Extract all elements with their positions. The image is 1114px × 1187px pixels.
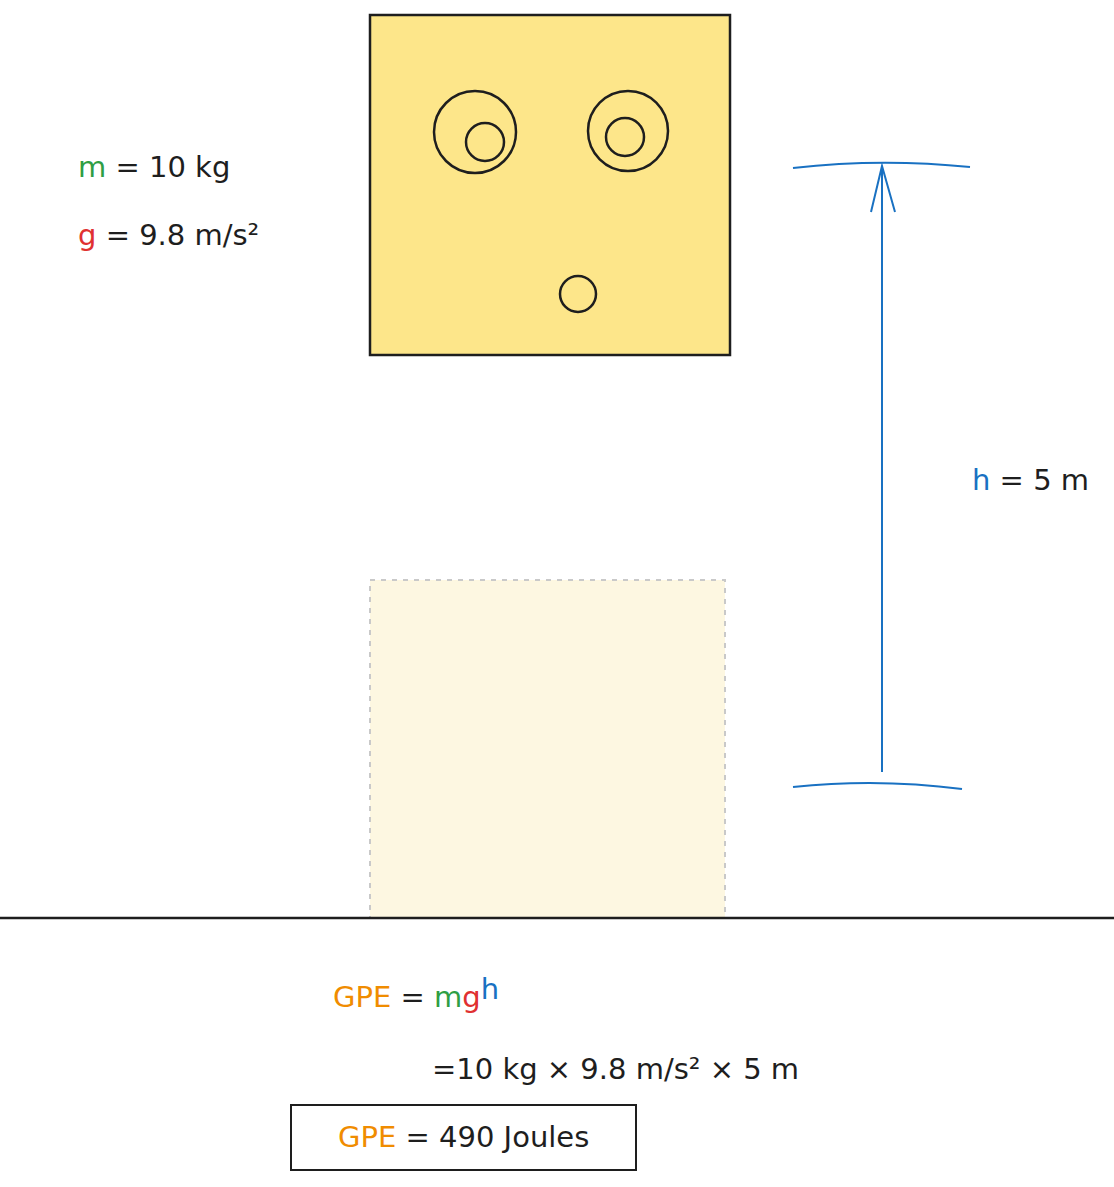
pupil <box>606 118 644 156</box>
ground-line <box>0 917 1114 920</box>
substitution: =10 kg × 9.8 m/s² × 5 m <box>432 1052 799 1087</box>
mass-value: m = 10 kg <box>78 150 230 185</box>
pupil <box>466 123 504 161</box>
dimension-line <box>881 166 883 772</box>
height-dimension: h = 5 m <box>972 463 1089 498</box>
formula: GPE = mgh <box>333 980 499 1015</box>
mouth <box>560 276 596 312</box>
ghost-box <box>370 580 725 918</box>
result-box: GPE = 490 Joules <box>290 1104 637 1171</box>
raised-box <box>370 15 730 355</box>
arrow-head <box>871 166 895 212</box>
eye <box>434 91 516 173</box>
result-text: GPE = 490 Joules <box>338 1120 589 1155</box>
dimension-tick <box>793 783 962 789</box>
eye <box>588 91 668 171</box>
gravity-value: g = 9.8 m/s² <box>78 218 259 253</box>
